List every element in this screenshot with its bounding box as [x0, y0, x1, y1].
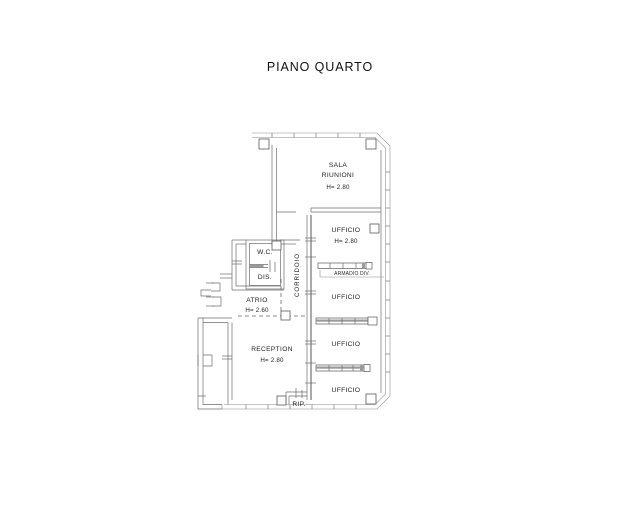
label-wc: W.C.	[257, 249, 273, 256]
label-atrio: ATRIO	[246, 297, 267, 304]
label-sala-riunioni-height: H= 2.80	[326, 184, 350, 191]
label-reception: RECEPTION	[251, 346, 293, 353]
label-ufficio-2: UFFICIO	[332, 294, 361, 301]
perimeter-walls	[221, 132, 391, 410]
cabinet-divider-3	[315, 364, 371, 372]
page-title: PIANO QUARTO	[266, 60, 374, 74]
room-wc-dis	[231, 239, 285, 291]
pillar-corridor-top	[271, 240, 282, 251]
atrio-entry-doors	[206, 273, 232, 307]
cabinet-divider-1	[317, 262, 384, 278]
pillar-top-right	[365, 138, 377, 150]
pillar-ufficio-window	[369, 223, 380, 234]
label-ufficio-3: UFFICIO	[332, 341, 361, 348]
room-reception	[222, 322, 233, 405]
pillar-top-left	[258, 138, 270, 150]
label-sala-riunioni-line1: SALA	[329, 162, 348, 169]
label-atrio-height: H= 2.60	[245, 307, 269, 314]
label-corridoio: CORRIDOIO	[294, 253, 301, 297]
pillar-corridor-bottom	[280, 310, 291, 321]
left-exterior-wall	[197, 289, 232, 410]
pillar-rip	[276, 395, 287, 406]
label-rip: RIP.	[292, 401, 305, 408]
right-window-ticks	[385, 171, 390, 373]
room-labels: SALA RIUNIONI H= 2.80 UFFICIO H= 2.80 UF…	[245, 162, 370, 408]
top-window-ticks	[271, 133, 361, 138]
label-ufficio-1-height: H= 2.80	[334, 238, 358, 245]
label-ufficio-1: UFFICIO	[332, 227, 361, 234]
cabinet-divider-2	[315, 316, 378, 326]
label-sala-riunioni-line2: RIUNIONI	[322, 172, 354, 179]
label-armadio-div: ARMADIO DIV.	[334, 271, 370, 277]
pillars	[258, 138, 380, 406]
bottom-window-ticks	[245, 404, 357, 409]
room-sala-riunioni	[271, 145, 381, 245]
label-ufficio-4: UFFICIO	[332, 387, 361, 394]
label-dis: DIS.	[258, 274, 272, 281]
pillar-bottom-right	[365, 393, 377, 405]
label-reception-height: H= 2.80	[260, 357, 284, 364]
